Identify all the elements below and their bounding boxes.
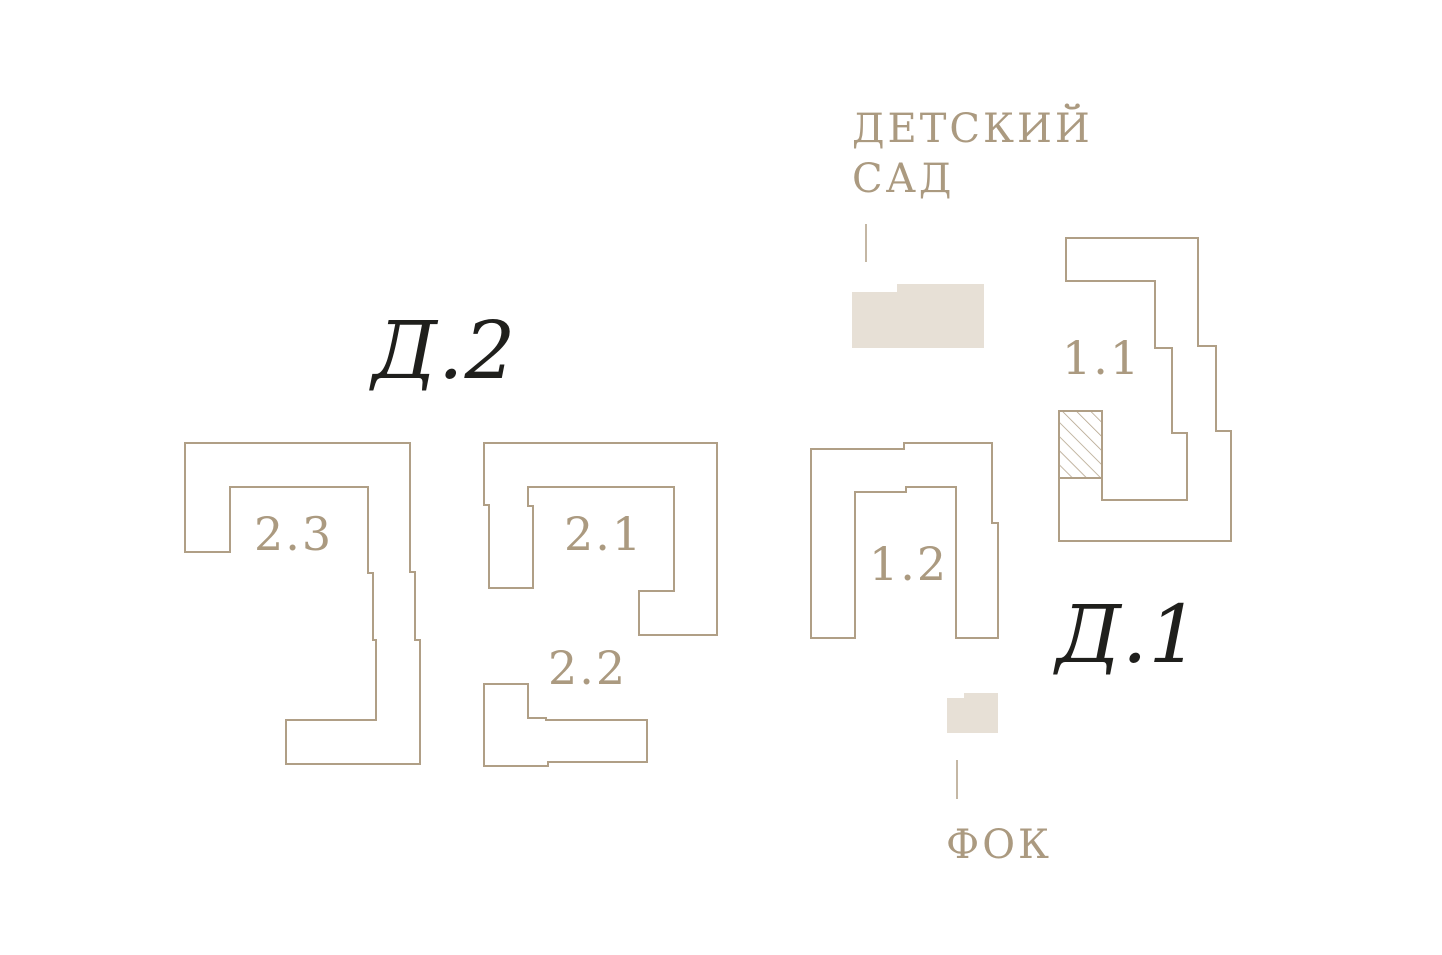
queue-label-d1: Д.1 — [1053, 588, 1200, 681]
building-2-1-label: 2.1 — [564, 507, 643, 561]
building-2-3[interactable]: 2.3 — [184, 442, 421, 765]
building-2-2-label: 2.2 — [548, 641, 627, 695]
building-2-1-outline[interactable] — [483, 442, 718, 636]
building-1-2-label: 1.2 — [869, 537, 948, 591]
building-1-1-label: 1.1 — [1062, 331, 1141, 385]
building-2-2[interactable]: 2.2 — [483, 641, 648, 767]
fok-label: ФОК — [946, 822, 1052, 868]
kindergarten[interactable]: ДЕТСКИЙ САД — [852, 104, 1093, 348]
building-2-2-outline[interactable] — [483, 683, 648, 767]
kindergarten-footprint[interactable] — [852, 284, 984, 348]
building-1-2-outline[interactable] — [810, 442, 999, 639]
building-2-3-label: 2.3 — [254, 507, 333, 561]
building-1-1-outline[interactable] — [1058, 237, 1232, 542]
building-1-1-hatched-section — [1058, 410, 1103, 479]
building-2-1[interactable]: 2.1 — [483, 442, 718, 636]
queue-label-d2: Д.2 — [369, 304, 516, 397]
building-2-3-outline[interactable] — [184, 442, 421, 765]
building-1-1[interactable]: 1.1 — [1058, 237, 1232, 542]
building-1-2[interactable]: 1.2 — [810, 442, 999, 639]
fok-footprint[interactable] — [947, 693, 998, 733]
kindergarten-label-line2: САД — [852, 156, 954, 202]
kindergarten-label-line1: ДЕТСКИЙ — [852, 104, 1093, 152]
fok[interactable]: ФОК — [946, 693, 1052, 868]
